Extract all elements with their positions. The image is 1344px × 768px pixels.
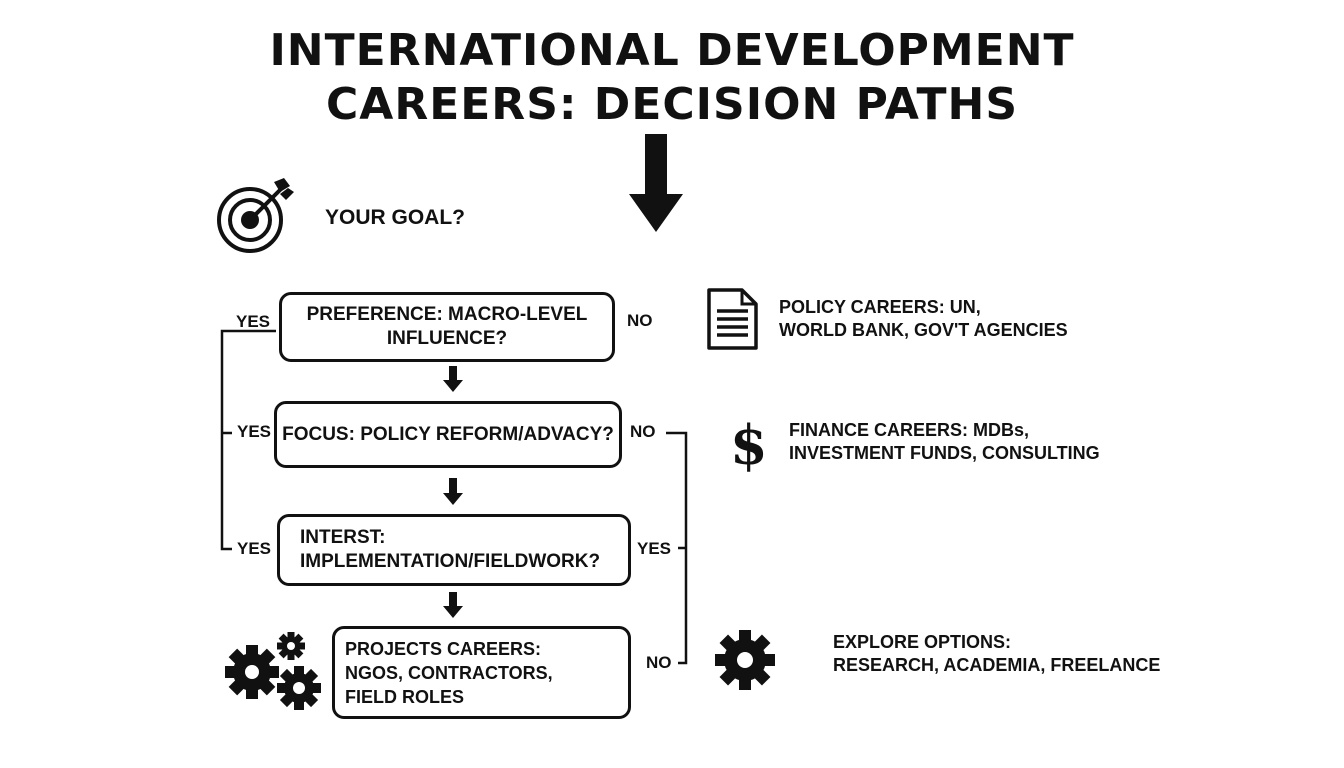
gears-icon (225, 632, 321, 710)
diagram-title: INTERNATIONAL DEVELOPMENT CAREERS: DECIS… (0, 24, 1344, 132)
branch-label-yes: YES (237, 539, 272, 558)
outcome-text-line-2: NGOS, CONTRACTORS, (345, 662, 553, 683)
left-yes-bracket (220, 329, 276, 551)
question-box-macro-influence: PREFERENCE: MACRO-LEVEL INFLUENCE? (279, 292, 615, 362)
question-text-line-2: IMPLEMENTATION/FIELDWORK? (300, 551, 601, 572)
gear-large (225, 645, 279, 699)
branch-label-no: NO (627, 311, 653, 330)
outcome-finance: FINANCE CAREERS: MDBs, INVESTMENT FUNDS,… (789, 419, 1100, 465)
outcome-text-line-1: FINANCE CAREERS: MDBs, (789, 420, 1030, 440)
outcome-policy: POLICY CAREERS: UN, WORLD BANK, GOV'T AG… (779, 296, 1068, 342)
outcome-text-line-2: WORLD BANK, GOV'T AGENCIES (779, 320, 1068, 340)
question-box-policy-reform: FOCUS: POLICY REFORM/ADVACY? (274, 401, 622, 468)
main-down-arrow (629, 134, 683, 232)
outcome-text-line-3: FIELD ROLES (345, 686, 465, 707)
outcome-text-line-1: PROJECTS CAREERS: (345, 638, 542, 659)
goal-label: YOUR GOAL? (325, 206, 465, 229)
outcome-explore: EXPLORE OPTIONS: RESEARCH, ACADEMIA, FRE… (833, 631, 1160, 677)
question-text: PREFERENCE: MACRO-LEVEL INFLUENCE? (306, 304, 588, 349)
branch-label-no: NO (630, 422, 656, 441)
arrow-q2-to-q3 (443, 478, 463, 505)
gear-medium (277, 666, 321, 710)
dollar-icon: $ (730, 413, 768, 477)
outcome-box-projects: PROJECTS CAREERS: NGOS, CONTRACTORS, FIE… (332, 626, 631, 719)
arrow-q1-to-q2 (443, 366, 463, 392)
question-text-line-1: INTERST: (300, 527, 386, 548)
question-text: FOCUS: POLICY REFORM/ADVACY? (282, 423, 614, 445)
title-line-2: CAREERS: DECISION PATHS (325, 79, 1019, 130)
question-box-fieldwork: INTERST: IMPLEMENTATION/FIELDWORK? (277, 514, 631, 586)
outcome-text-line-1: EXPLORE OPTIONS: (833, 632, 1012, 652)
title-line-1: INTERNATIONAL DEVELOPMENT (269, 25, 1075, 76)
outcome-text-line-2: RESEARCH, ACADEMIA, FREELANCE (833, 655, 1161, 675)
branch-label-yes: YES (237, 422, 272, 441)
document-icon (707, 288, 758, 350)
outcome-text-line-2: INVESTMENT FUNDS, CONSULTING (789, 443, 1100, 463)
arrow-q3-to-projects (443, 592, 463, 618)
gear-icon (715, 630, 775, 690)
branch-label-yes: YES (637, 539, 672, 558)
branch-label-no: NO (646, 653, 672, 672)
right-bracket (666, 431, 688, 665)
branch-label-yes: YES (236, 312, 271, 331)
target-arrow-icon (217, 178, 294, 253)
outcome-text-line-1: POLICY CAREERS: UN, (779, 297, 981, 317)
gear-small (277, 632, 305, 660)
